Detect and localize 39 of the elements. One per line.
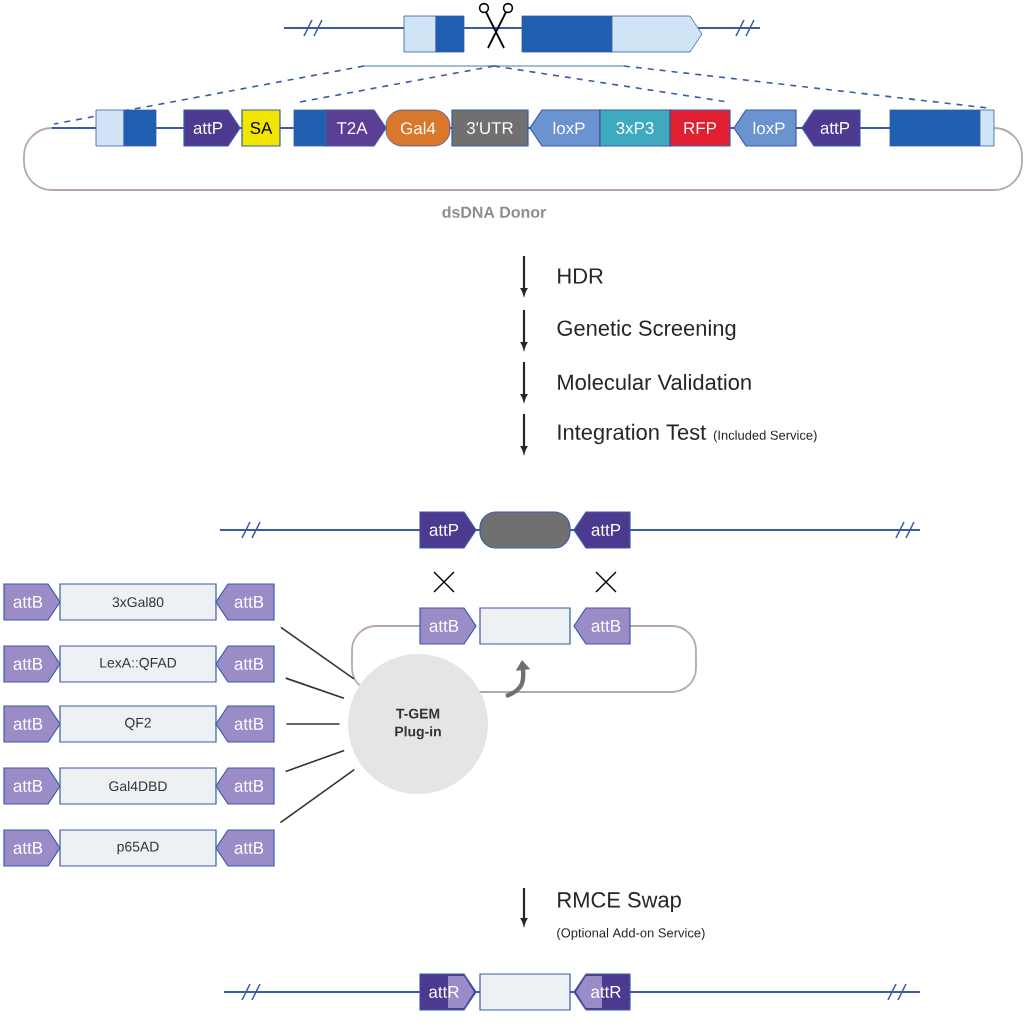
recombination-site: attB [3,645,61,683]
cassette-capsule [479,511,571,549]
connector-line [285,723,341,725]
step-label: Integration Test [558,423,707,445]
step-label: HDR [558,268,603,284]
step-label: RMCE Swap [558,892,681,912]
recombination-site: attP [419,511,477,549]
recombination-site: T2A [325,109,387,147]
recombination-site: attB [215,829,275,867]
element-box: 3xP3 [599,109,671,147]
recombination-site: attB [3,705,61,743]
element-box [479,607,571,645]
recombination-site: attR [573,973,631,1011]
recombination-site: attB [215,705,275,743]
recombination-site: attP [801,109,861,147]
connector-line [284,749,345,773]
recombination-site: attB [419,607,477,645]
recombination-site: attB [3,583,61,621]
recombination-site: loxP [733,109,797,147]
element-box: RFP [669,109,731,147]
element-box: Gal4 [385,109,451,147]
recombination-site: attB [573,607,631,645]
recombination-site: attR [419,973,477,1011]
recombination-site: attP [573,511,631,549]
connector-line [280,626,355,680]
recombination-site: attB [3,829,61,867]
recombination-site: attB [215,645,275,683]
element-box [479,973,571,1011]
connector-line [284,677,345,700]
recombination-site: loxP [529,109,601,147]
recombination-site: attP [183,109,241,147]
recombination-site: attB [215,583,275,621]
step-label: Molecular Validation [558,373,751,391]
recombination-site: attB [215,767,275,805]
recombination-site: attB [3,767,61,805]
connector-line [279,768,356,824]
element-box: SA [241,109,281,147]
step-label: Genetic Screening [557,319,736,341]
element-box: 3'UTR [451,109,529,147]
